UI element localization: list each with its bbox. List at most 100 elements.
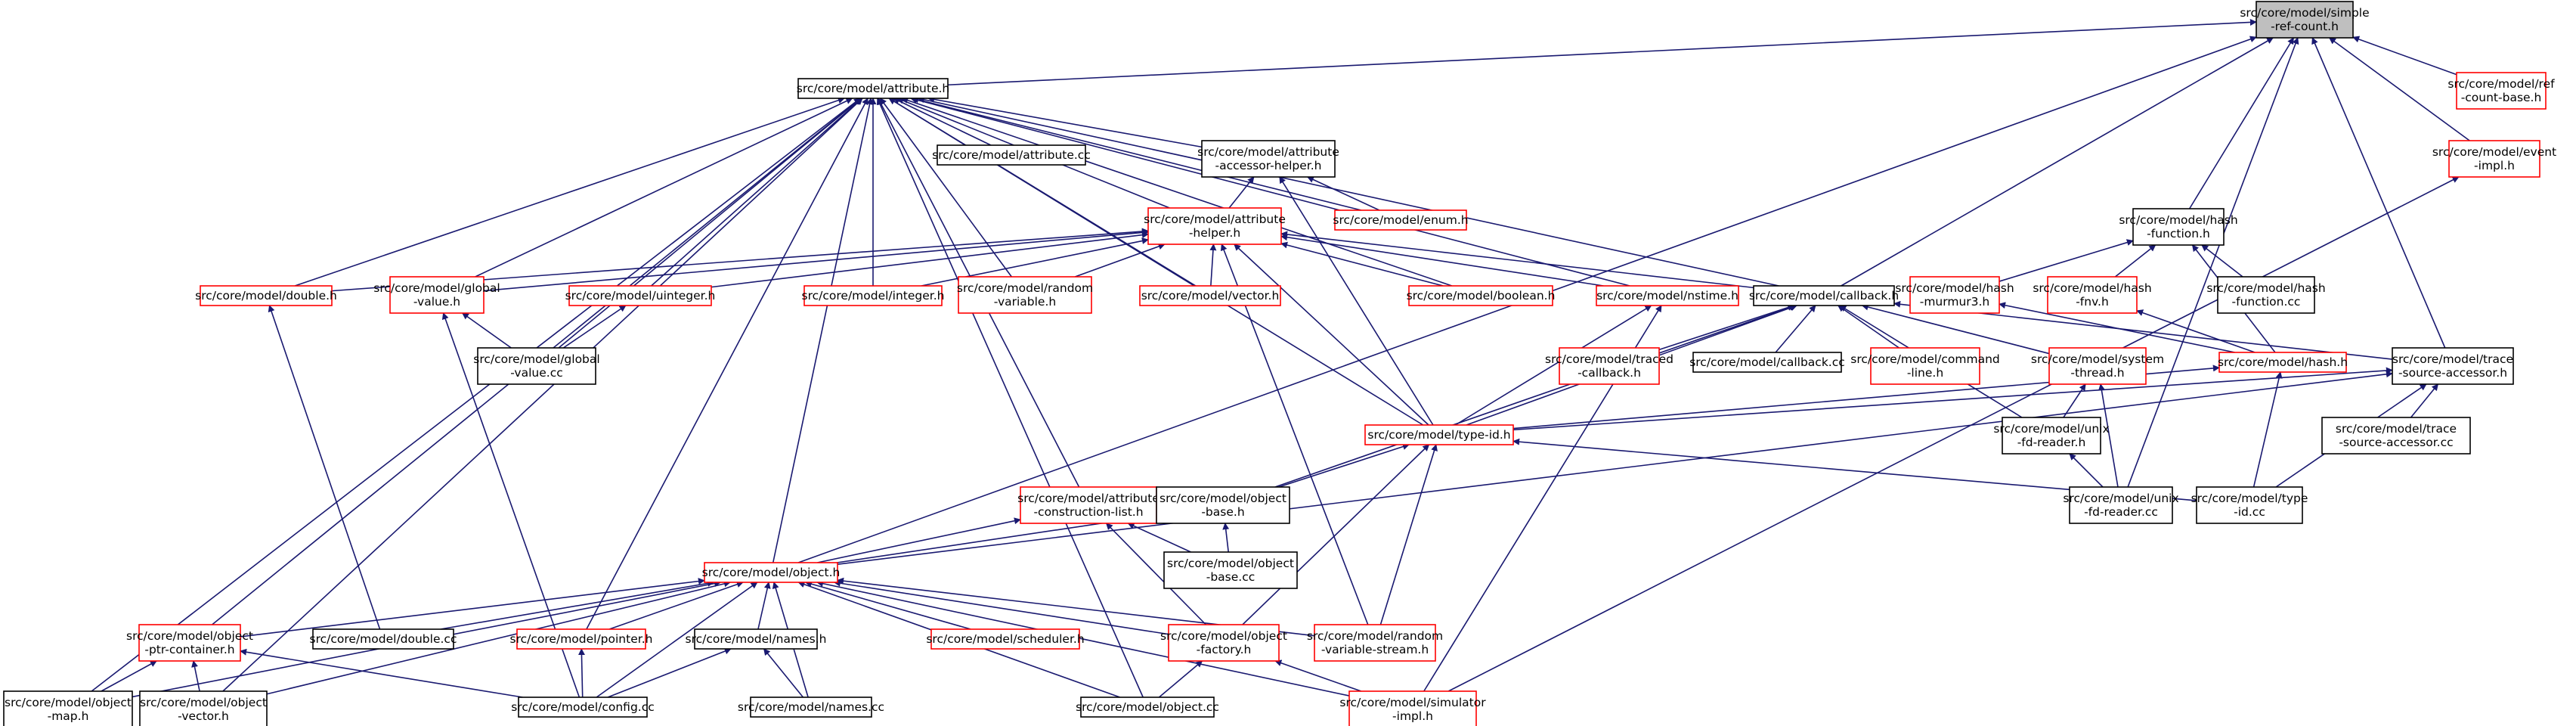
file-node-box[interactable] (1408, 285, 1553, 306)
file-node-globalcc[interactable]: src/core/model/global-value.cc (473, 347, 600, 385)
file-node-acl[interactable]: src/core/model/attribute-construction-li… (1017, 486, 1160, 524)
file-node-scheduler[interactable]: src/core/model/scheduler.h (926, 628, 1085, 650)
file-node-box[interactable] (694, 628, 818, 650)
file-node-box[interactable] (1559, 347, 1660, 385)
file-node-box[interactable] (1753, 285, 1895, 306)
file-node-optr[interactable]: src/core/model/object-ptr-container.h (126, 624, 253, 662)
file-node-objbase[interactable]: src/core/model/object-base.h (1156, 486, 1290, 524)
file-node-box[interactable] (3, 690, 133, 726)
file-node-typeidcc[interactable]: src/core/model/type-id.cc (2191, 486, 2308, 524)
file-node-box[interactable] (803, 285, 943, 306)
file-node-simple[interactable]: src/core/model/simple-ref-count.h (2240, 1, 2370, 39)
file-node-trace[interactable]: src/core/model/trace-source-accessor.h (2392, 347, 2514, 385)
file-node-box[interactable] (568, 285, 712, 306)
file-node-box[interactable] (1870, 347, 1980, 385)
file-node-box[interactable] (516, 628, 646, 650)
file-node-box[interactable] (1314, 624, 1436, 662)
file-node-traced[interactable]: src/core/model/traced-callback.h (1545, 347, 1673, 385)
file-node-boolean[interactable]: src/core/model/boolean.h (1407, 285, 1556, 306)
file-node-hashfunction[interactable]: src/core/model/hash-function.h (2119, 208, 2238, 246)
file-node-box[interactable] (958, 276, 1092, 314)
file-node-box[interactable] (477, 347, 596, 385)
file-node-box[interactable] (1692, 352, 1842, 373)
file-node-box[interactable] (2132, 208, 2225, 246)
file-node-box[interactable] (1139, 285, 1281, 306)
file-node-aah[interactable]: src/core/model/attribute-accessor-helper… (1197, 140, 1339, 178)
file-node-names[interactable]: src/core/model/names.h (686, 628, 827, 650)
file-node-pointer[interactable]: src/core/model/pointer.h (510, 628, 653, 650)
file-node-attributecc[interactable]: src/core/model/attribute.cc (932, 144, 1091, 166)
file-node-box[interactable] (930, 628, 1080, 650)
file-node-attrhelper[interactable]: src/core/model/attribute-helper.h (1144, 207, 1286, 245)
file-node-box[interactable] (138, 624, 241, 662)
file-node-box[interactable] (2217, 276, 2315, 314)
file-node-rvs[interactable]: src/core/model/random-variable-stream.h (1307, 624, 1443, 662)
file-node-double[interactable]: src/core/model/double.h (195, 285, 337, 306)
file-node-box[interactable] (1334, 209, 1467, 231)
file-node-box[interactable] (139, 690, 268, 726)
file-node-doublecc[interactable]: src/core/model/double.cc (310, 628, 457, 650)
file-node-box[interactable] (312, 628, 454, 650)
file-node-cmdline[interactable]: src/core/model/command-line.h (1850, 347, 2000, 385)
file-node-box[interactable] (1147, 207, 1282, 245)
file-node-fnv[interactable]: src/core/model/hash-fnv.h (2033, 276, 2152, 314)
file-node-objvec[interactable]: src/core/model/object-vector.h (139, 690, 268, 726)
file-node-box[interactable] (1201, 140, 1336, 178)
file-node-box[interactable] (704, 562, 838, 583)
file-node-refbase[interactable]: src/core/model/ref-count-base.h (2448, 72, 2555, 110)
file-node-box[interactable] (200, 285, 333, 306)
file-node-simimpl[interactable]: src/core/model/simulator-impl.h (1339, 690, 1486, 726)
file-node-box[interactable] (2456, 72, 2547, 110)
file-node-systhread[interactable]: src/core/model/system-thread.h (2031, 347, 2164, 385)
file-node-box[interactable] (1163, 551, 1298, 589)
file-node-vector[interactable]: src/core/model/vector.h (1139, 285, 1281, 306)
file-node-box[interactable] (1364, 424, 1514, 445)
file-node-box[interactable] (2196, 486, 2303, 524)
file-node-box[interactable] (2256, 1, 2354, 39)
file-node-tracecc[interactable]: src/core/model/trace-source-accessor.cc (2321, 417, 2471, 455)
file-node-hash[interactable]: src/core/model/hash.h (2218, 352, 2348, 373)
file-node-callback[interactable]: src/core/model/callback.h (1749, 285, 1899, 306)
file-node-namescc[interactable]: src/core/model/names.cc (738, 697, 884, 718)
file-node-objmap[interactable]: src/core/model/object-map.h (3, 690, 133, 726)
file-node-uinteger[interactable]: src/core/model/uinteger.h (565, 285, 716, 306)
file-node-objectcc[interactable]: src/core/model/object.cc (1076, 697, 1219, 718)
file-node-unixcc[interactable]: src/core/model/unix-fd-reader.cc (2063, 486, 2179, 524)
file-node-configcc[interactable]: src/core/model/config.cc (511, 697, 655, 718)
file-node-nstime[interactable]: src/core/model/nstime.h (1596, 285, 1739, 306)
file-node-factory[interactable]: src/core/model/object-factory.h (1160, 624, 1287, 662)
file-node-box[interactable] (2392, 347, 2514, 385)
file-node-box[interactable] (1080, 697, 1215, 718)
file-node-box[interactable] (1156, 486, 1290, 524)
file-node-eventimpl[interactable]: src/core/model/event-impl.h (2432, 140, 2556, 178)
file-node-box[interactable] (1348, 690, 1477, 726)
file-node-attribute[interactable]: src/core/model/attribute.h (797, 78, 950, 99)
file-node-box[interactable] (937, 144, 1086, 166)
file-node-box[interactable] (1020, 486, 1157, 524)
file-node-box[interactable] (1168, 624, 1280, 662)
file-node-box[interactable] (2218, 352, 2347, 373)
file-node-integer[interactable]: src/core/model/integer.h (802, 285, 945, 306)
file-node-enum[interactable]: src/core/model/enum.h (1333, 209, 1469, 231)
file-node-box[interactable] (2321, 417, 2471, 455)
file-node-box[interactable] (2002, 417, 2101, 455)
file-node-typeid[interactable]: src/core/model/type-id.h (1364, 424, 1514, 445)
file-node-box[interactable] (2069, 486, 2173, 524)
file-node-unixh[interactable]: src/core/model/unix-fd-reader.h (1993, 417, 2110, 455)
file-node-box[interactable] (750, 697, 872, 718)
file-node-box[interactable] (2448, 140, 2540, 178)
file-node-objbasecc[interactable]: src/core/model/object-base.cc (1163, 551, 1298, 589)
file-node-global[interactable]: src/core/model/global-value.h (373, 276, 500, 314)
file-node-box[interactable] (2047, 276, 2138, 314)
file-node-murmur[interactable]: src/core/model/hash-murmur3.h (1895, 276, 2014, 314)
file-node-box[interactable] (389, 276, 485, 314)
file-node-hashfncc[interactable]: src/core/model/hash-function.cc (2206, 276, 2326, 314)
file-node-callbackcc[interactable]: src/core/model/callback.cc (1689, 352, 1845, 373)
file-node-box[interactable] (797, 78, 949, 99)
file-node-box[interactable] (1596, 285, 1739, 306)
file-node-random[interactable]: src/core/model/random-variable.h (957, 276, 1093, 314)
file-node-box[interactable] (1909, 276, 2000, 314)
file-node-box[interactable] (2048, 347, 2147, 385)
file-node-box[interactable] (518, 697, 648, 718)
file-node-object[interactable]: src/core/model/object.h (702, 562, 841, 583)
